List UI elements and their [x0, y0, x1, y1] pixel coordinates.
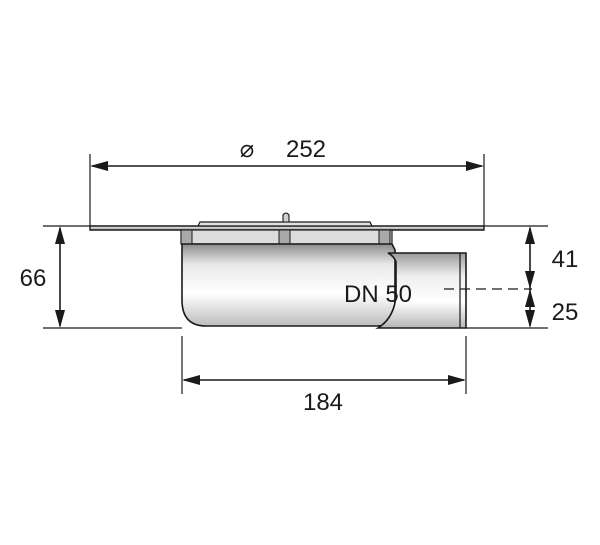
- drain-body: [89, 212, 485, 329]
- arrow-head-left: [182, 375, 200, 385]
- arrow-head-top: [55, 226, 65, 244]
- center-knob: [282, 212, 290, 223]
- screw-boss-center: [278, 229, 291, 245]
- arrow-head-bottom: [525, 310, 535, 328]
- arrow-head-right: [448, 375, 466, 385]
- arrow-head-mid-lower: [525, 289, 535, 307]
- arrow-head-mid-upper: [525, 271, 535, 289]
- upper-height-label: 41: [552, 246, 579, 273]
- overall-height-dimension: 66: [20, 225, 182, 329]
- screw-boss-left: [180, 229, 193, 245]
- arrow-head-bottom: [55, 310, 65, 328]
- arrow-head-top: [525, 226, 535, 244]
- right-height-dimensions: 41 25: [466, 225, 579, 329]
- screw-boss-right: [378, 229, 391, 245]
- arrow-head-left: [90, 161, 108, 171]
- top-width-dimension: ⌀ 252: [89, 136, 485, 226]
- outlet-pipe: [375, 252, 467, 329]
- top-width-label: 252: [286, 136, 326, 163]
- grate-top: [197, 221, 373, 227]
- overall-height-label: 66: [20, 265, 47, 292]
- outlet-label: DN 50: [344, 281, 412, 308]
- body-width-label: 184: [303, 389, 343, 416]
- lower-height-label: 25: [552, 299, 579, 326]
- arrow-head-right: [466, 161, 484, 171]
- diameter-symbol: ⌀: [240, 136, 254, 163]
- body-width-dimension: 184: [181, 336, 467, 416]
